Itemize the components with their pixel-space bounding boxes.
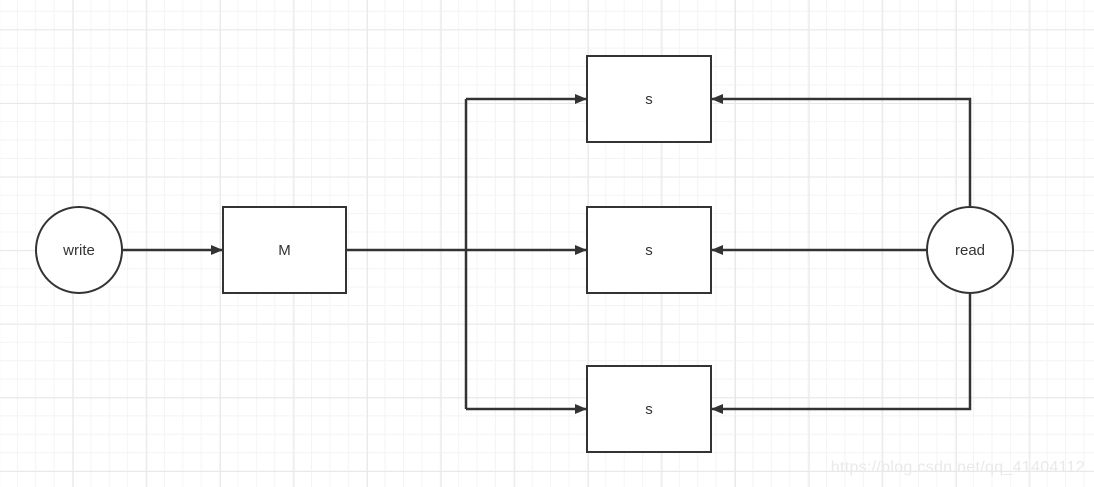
node-slave-middle-label: s [645,241,653,259]
watermark-text: https://blog.csdn.net/qq_41404112 [830,459,1085,476]
node-slave-middle: s [586,206,712,294]
node-write: write [35,206,123,294]
node-slave-bottom-label: s [645,400,653,418]
node-slave-bottom: s [586,365,712,453]
node-slave-top: s [586,55,712,143]
edge-read-to-slave-bottom [711,294,972,414]
node-read-label: read [954,241,986,259]
edge-read-to-slave-top [711,94,972,206]
node-write-label: write [63,241,95,259]
node-master: M [222,206,347,294]
node-read: read [926,206,1014,294]
node-master-label: M [278,241,291,259]
node-slave-top-label: s [645,90,653,108]
